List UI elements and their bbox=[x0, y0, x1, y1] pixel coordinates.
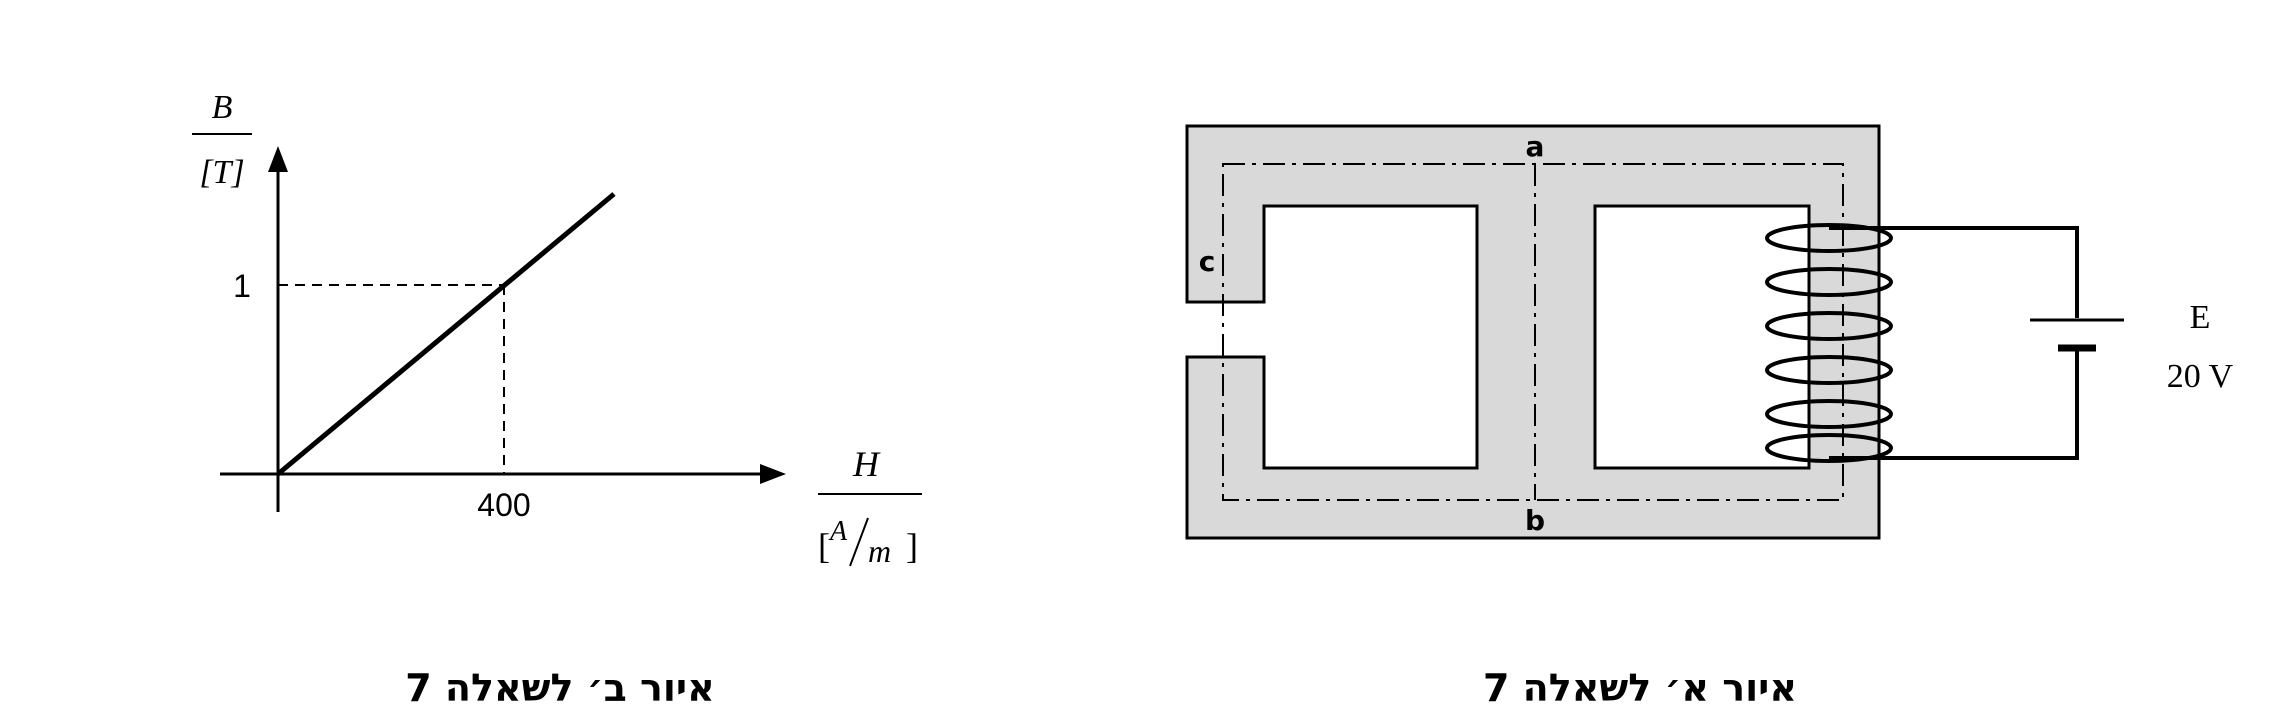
coil-turn bbox=[1765, 399, 1893, 429]
y-axis-arrow bbox=[268, 146, 288, 172]
x-unit-denominator: m bbox=[868, 533, 891, 569]
bh-graph: 1 400 B [T] H [ A m ] bbox=[192, 89, 922, 569]
label-c: c bbox=[1199, 245, 1216, 278]
x-axis-arrow bbox=[760, 464, 786, 484]
x-tick-label: 400 bbox=[477, 487, 530, 523]
circuit-wires bbox=[1829, 226, 2079, 460]
coil-turn bbox=[1765, 223, 1893, 253]
top-lead bbox=[1829, 226, 2079, 318]
bh-line bbox=[276, 192, 616, 476]
source-value: 20 V bbox=[2167, 358, 2234, 395]
x-axis-label: H bbox=[852, 444, 881, 484]
coil-turn bbox=[1765, 355, 1893, 385]
y-tick-label: 1 bbox=[233, 268, 251, 304]
mean-path-outer bbox=[1222, 163, 1844, 501]
x-unit-slash bbox=[849, 517, 869, 567]
magnetic-circuit: a b c E 20 V bbox=[1185, 124, 2234, 540]
figure-a-caption: איור א׳ לשאלה 7 bbox=[1482, 666, 1797, 710]
coil-turn bbox=[1765, 311, 1893, 341]
bottom-lead bbox=[1829, 350, 2079, 460]
source-name: E bbox=[2190, 299, 2211, 336]
figure-b-caption: איור ב׳ לשאלה 7 bbox=[405, 666, 715, 710]
label-a: a bbox=[1526, 130, 1545, 163]
coil-turn bbox=[1765, 267, 1893, 297]
coil bbox=[1765, 223, 1893, 463]
x-unit-close-bracket: ] bbox=[906, 526, 918, 566]
x-unit-numerator: A bbox=[828, 516, 848, 547]
label-b: b bbox=[1525, 504, 1545, 537]
y-axis-unit: [T] bbox=[199, 154, 244, 191]
y-axis-label: B bbox=[212, 89, 233, 126]
x-unit-open-bracket: [ bbox=[818, 526, 830, 566]
x-axis-unit: [ A m ] bbox=[818, 516, 918, 569]
battery bbox=[2030, 318, 2124, 352]
coil-turn bbox=[1765, 433, 1893, 463]
iron-core bbox=[1185, 124, 1881, 540]
